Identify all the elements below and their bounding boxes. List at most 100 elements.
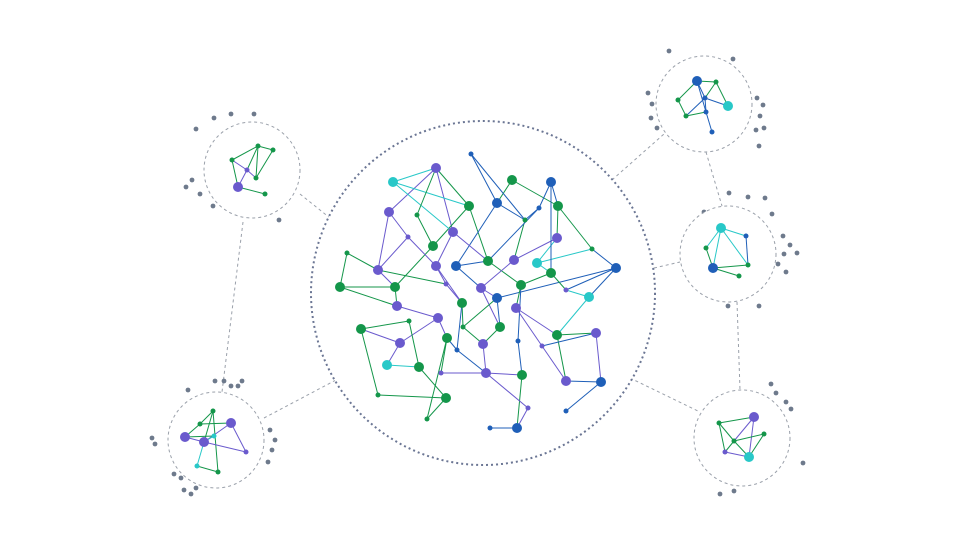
node xyxy=(431,163,441,173)
edge xyxy=(588,267,617,298)
edge xyxy=(377,236,409,271)
scatter-dot xyxy=(221,378,227,384)
edge xyxy=(396,305,439,319)
scatter-dot xyxy=(773,390,779,396)
node xyxy=(392,301,402,311)
edge xyxy=(456,302,463,351)
scatter-dot xyxy=(152,441,158,447)
node xyxy=(516,280,526,290)
node xyxy=(511,303,521,313)
node xyxy=(180,432,190,442)
edge xyxy=(565,380,602,383)
edge xyxy=(377,211,390,271)
node xyxy=(716,420,722,426)
edge xyxy=(339,286,398,307)
edge xyxy=(718,422,735,442)
edge xyxy=(541,345,567,382)
node xyxy=(532,258,542,268)
subcluster-bottom-right xyxy=(693,389,791,487)
edge xyxy=(745,235,749,266)
node xyxy=(395,338,405,348)
node xyxy=(495,322,505,332)
edge xyxy=(556,205,559,239)
scatter-dot xyxy=(762,195,768,201)
node xyxy=(406,318,412,324)
node xyxy=(448,227,458,237)
edge xyxy=(426,337,448,420)
node xyxy=(388,177,398,187)
node xyxy=(460,324,466,330)
edge xyxy=(199,410,214,425)
scatter-dot xyxy=(788,406,794,412)
node xyxy=(517,370,527,380)
scatter-dot xyxy=(211,115,217,121)
edge xyxy=(556,332,597,336)
edge xyxy=(203,441,247,453)
clusters xyxy=(167,55,791,489)
edge xyxy=(480,287,501,328)
node xyxy=(716,223,726,233)
node xyxy=(492,293,502,303)
edge xyxy=(392,167,437,183)
edge xyxy=(520,272,552,286)
edge xyxy=(432,205,470,247)
node xyxy=(552,330,562,340)
node xyxy=(611,263,621,273)
subcluster-middle-right xyxy=(679,205,777,303)
edge xyxy=(487,260,522,286)
edge xyxy=(399,317,439,344)
edge xyxy=(487,207,540,262)
node xyxy=(713,79,719,85)
edge xyxy=(255,145,259,179)
scatter-dot xyxy=(768,381,774,387)
node xyxy=(215,469,221,475)
edge xyxy=(257,145,274,151)
scatter-dot xyxy=(183,184,189,190)
subnetwork-bottom-right xyxy=(716,412,767,462)
edge xyxy=(556,334,567,382)
node xyxy=(553,201,563,211)
edge xyxy=(536,248,593,264)
node xyxy=(390,282,400,292)
node xyxy=(703,245,709,251)
scatter-dot xyxy=(181,487,187,493)
node xyxy=(253,175,259,181)
node xyxy=(335,282,345,292)
scatter-dot xyxy=(269,447,275,453)
edge xyxy=(517,340,523,376)
edge xyxy=(685,97,706,117)
node xyxy=(210,408,216,414)
edge xyxy=(511,179,559,207)
node xyxy=(584,292,594,302)
node xyxy=(405,234,411,240)
edge xyxy=(733,416,755,442)
scatter-dot xyxy=(783,269,789,275)
edge xyxy=(470,153,498,204)
scatter-dot xyxy=(649,101,655,107)
node xyxy=(226,418,236,428)
edge xyxy=(360,328,379,396)
edge xyxy=(541,332,597,347)
edge xyxy=(557,205,593,250)
node xyxy=(464,201,474,211)
node xyxy=(487,425,493,431)
connector-line xyxy=(736,301,741,391)
edge xyxy=(470,153,526,221)
edge xyxy=(515,307,558,336)
edge xyxy=(536,237,558,264)
node xyxy=(743,233,749,239)
node xyxy=(451,261,461,271)
node xyxy=(692,76,702,86)
scatter-dot xyxy=(185,387,191,393)
scatter-dot xyxy=(753,127,759,133)
edge xyxy=(513,237,558,261)
scatter-dot xyxy=(731,488,737,494)
subnetwork-top-left xyxy=(229,143,276,197)
node xyxy=(431,261,441,271)
node xyxy=(441,393,451,403)
edge xyxy=(452,231,489,262)
edge xyxy=(704,81,717,99)
scatter-dot xyxy=(757,113,763,119)
scatter-dot xyxy=(228,111,234,117)
scatter-dot xyxy=(780,233,786,239)
